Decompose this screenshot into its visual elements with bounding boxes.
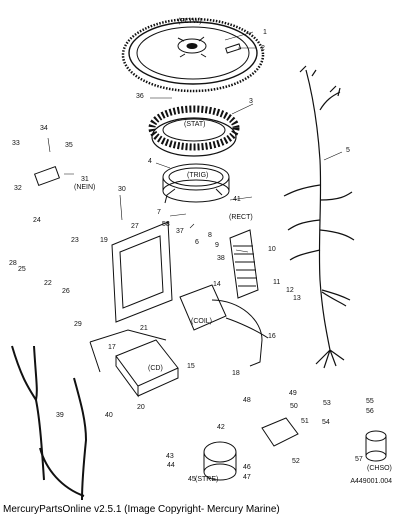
callout-17[interactable]: 17	[108, 344, 116, 351]
callout-47[interactable]: 47	[243, 474, 251, 481]
callout-45[interactable]: 45	[188, 476, 196, 483]
label-stat: (STAT)	[184, 121, 206, 128]
starter-solenoid-drawing	[203, 441, 237, 481]
label-cd: (CD)	[148, 365, 163, 372]
label-trig: (TRIG)	[187, 172, 209, 179]
callout-55[interactable]: 55	[366, 398, 374, 405]
callout-16[interactable]: 16	[268, 333, 276, 340]
callout-51[interactable]: 51	[301, 418, 309, 425]
callout-56[interactable]: 56	[366, 408, 374, 415]
callout-15[interactable]: 15	[187, 363, 195, 370]
wiring-harness-drawing	[283, 65, 355, 369]
callout-53[interactable]: 53	[323, 400, 331, 407]
callout-57[interactable]: 57	[355, 456, 363, 463]
mounting-plate-drawing	[111, 221, 173, 323]
callout-21[interactable]: 21	[140, 325, 148, 332]
callout-46[interactable]: 46	[243, 464, 251, 471]
callout-25[interactable]: 25	[18, 266, 26, 273]
copyright-caption: MercuryPartsOnline v2.5.1 (Image Copyrig…	[3, 504, 280, 515]
callout-11[interactable]: 11	[273, 279, 281, 286]
callout-31[interactable]: 31	[81, 176, 89, 183]
callout-8[interactable]: 8	[208, 232, 212, 239]
callout-19[interactable]: 19	[100, 237, 108, 244]
callout-48[interactable]: 48	[243, 397, 251, 404]
callout-9[interactable]: 9	[215, 242, 219, 249]
callout-7[interactable]: 7	[157, 209, 161, 216]
callout-41[interactable]: 41	[233, 196, 241, 203]
callout-58[interactable]: 58	[162, 221, 170, 228]
callout-10[interactable]: 10	[268, 246, 276, 253]
callout-4[interactable]: 4	[148, 158, 152, 165]
callout-27[interactable]: 27	[131, 223, 139, 230]
callout-54[interactable]: 54	[322, 419, 330, 426]
stator-drawing	[148, 105, 240, 157]
callout-30[interactable]: 30	[118, 186, 126, 193]
callout-29[interactable]: 29	[74, 321, 82, 328]
callout-23[interactable]: 23	[71, 237, 79, 244]
label-chso: (CHSO)	[367, 465, 392, 472]
callout-44[interactable]: 44	[167, 462, 175, 469]
callout-40[interactable]: 40	[105, 412, 113, 419]
label-coil: (COIL)	[191, 318, 212, 325]
callout-20[interactable]: 20	[137, 404, 145, 411]
callout-35[interactable]: 35	[65, 142, 73, 149]
callout-32[interactable]: 32	[14, 185, 22, 192]
label-nein: (NEIN)	[74, 184, 96, 191]
label-flyw: (FLYW)	[178, 18, 202, 25]
neutral-interlock-drawing	[33, 165, 61, 187]
callout-12[interactable]: 12	[286, 287, 294, 294]
callout-34[interactable]: 34	[40, 125, 48, 132]
cable-drawing	[11, 345, 88, 501]
callout-36[interactable]: 36	[136, 93, 144, 100]
callout-49[interactable]: 49	[289, 390, 297, 397]
label-rect: (RECT)	[229, 214, 253, 221]
callout-50[interactable]: 50	[290, 403, 298, 410]
callout-52[interactable]: 52	[292, 458, 300, 465]
flywheel-drawing	[121, 17, 265, 93]
figure-id: A449001.004	[350, 478, 392, 485]
callout-33[interactable]: 33	[12, 140, 20, 147]
ignition-coil-drawing	[179, 284, 269, 367]
rectifier-drawing	[229, 229, 259, 299]
leader-lines	[47, 31, 343, 253]
callout-13[interactable]: 13	[293, 295, 301, 302]
choke-solenoid-drawing	[365, 430, 387, 462]
trigger-drawing	[162, 163, 230, 204]
callout-1[interactable]: 1	[263, 29, 267, 36]
callout-5[interactable]: 5	[346, 147, 350, 154]
callout-18[interactable]: 18	[232, 370, 240, 377]
callout-3[interactable]: 3	[249, 98, 253, 105]
callout-39[interactable]: 39	[56, 412, 64, 419]
callout-43[interactable]: 43	[166, 453, 174, 460]
callout-28[interactable]: 28	[9, 260, 17, 267]
callout-38[interactable]: 38	[217, 255, 225, 262]
callout-14[interactable]: 14	[213, 281, 221, 288]
callout-24[interactable]: 24	[33, 217, 41, 224]
callout-6[interactable]: 6	[195, 239, 199, 246]
callout-37[interactable]: 37	[176, 228, 184, 235]
label-stre: (STRE)	[195, 476, 219, 483]
bracket-drawing	[261, 417, 299, 447]
callout-26[interactable]: 26	[62, 288, 70, 295]
cd-module-drawing	[89, 329, 179, 398]
callout-42[interactable]: 42	[217, 424, 225, 431]
callout-22[interactable]: 22	[44, 280, 52, 287]
callout-2[interactable]: 2	[261, 45, 265, 52]
